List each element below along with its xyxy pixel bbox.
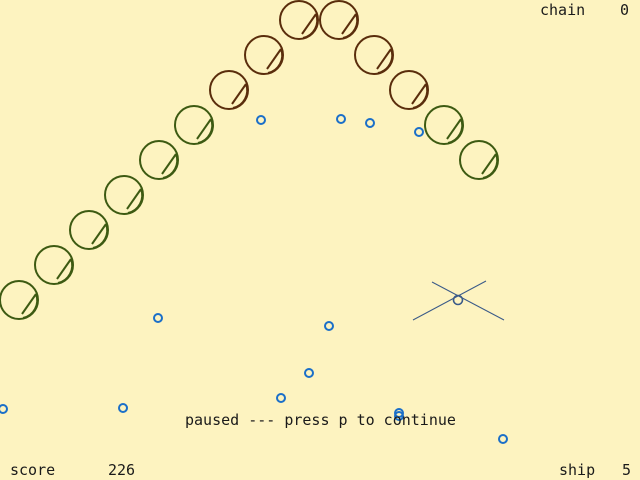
score-label: score (10, 461, 56, 479)
ring-enemy-icon (174, 105, 214, 145)
ring-enemy-icon (424, 105, 464, 145)
ring-enemy-icon (389, 70, 429, 110)
bubble-icon (0, 404, 8, 414)
ring-enemy-icon (69, 210, 109, 250)
ring-enemy-icon (279, 0, 319, 40)
ring-enemy-icon (459, 140, 499, 180)
ring-enemy-icon (104, 175, 144, 215)
ring-enemy-icon (319, 0, 359, 40)
bubble-icon (118, 403, 128, 413)
ring-enemy-icon (34, 245, 74, 285)
ring-enemy-icon (0, 280, 39, 320)
ship-value: 5 (622, 461, 632, 479)
bubble-icon (276, 393, 286, 403)
chain-label: chain (540, 1, 586, 19)
ring-enemy-icon (139, 140, 179, 180)
paused-message: paused --- press p to continue (185, 411, 456, 429)
bubble-icon (324, 321, 334, 331)
ring-enemy-icon (244, 35, 284, 75)
ship-label: ship (559, 461, 596, 479)
ring-enemy-icon (209, 70, 249, 110)
bubble-icon (498, 434, 508, 444)
score-value: 226 (108, 461, 136, 479)
bubble-icon (153, 313, 163, 323)
ring-enemy-icon (354, 35, 394, 75)
ship-crosshair-icon (412, 280, 505, 321)
bubble-icon (256, 115, 266, 125)
bubble-icon (394, 411, 404, 421)
bubble-icon (304, 368, 314, 378)
bubble-icon (414, 127, 424, 137)
bubble-icon (336, 114, 346, 124)
bubble-icon (365, 118, 375, 128)
chain-value: 0 (620, 1, 630, 19)
